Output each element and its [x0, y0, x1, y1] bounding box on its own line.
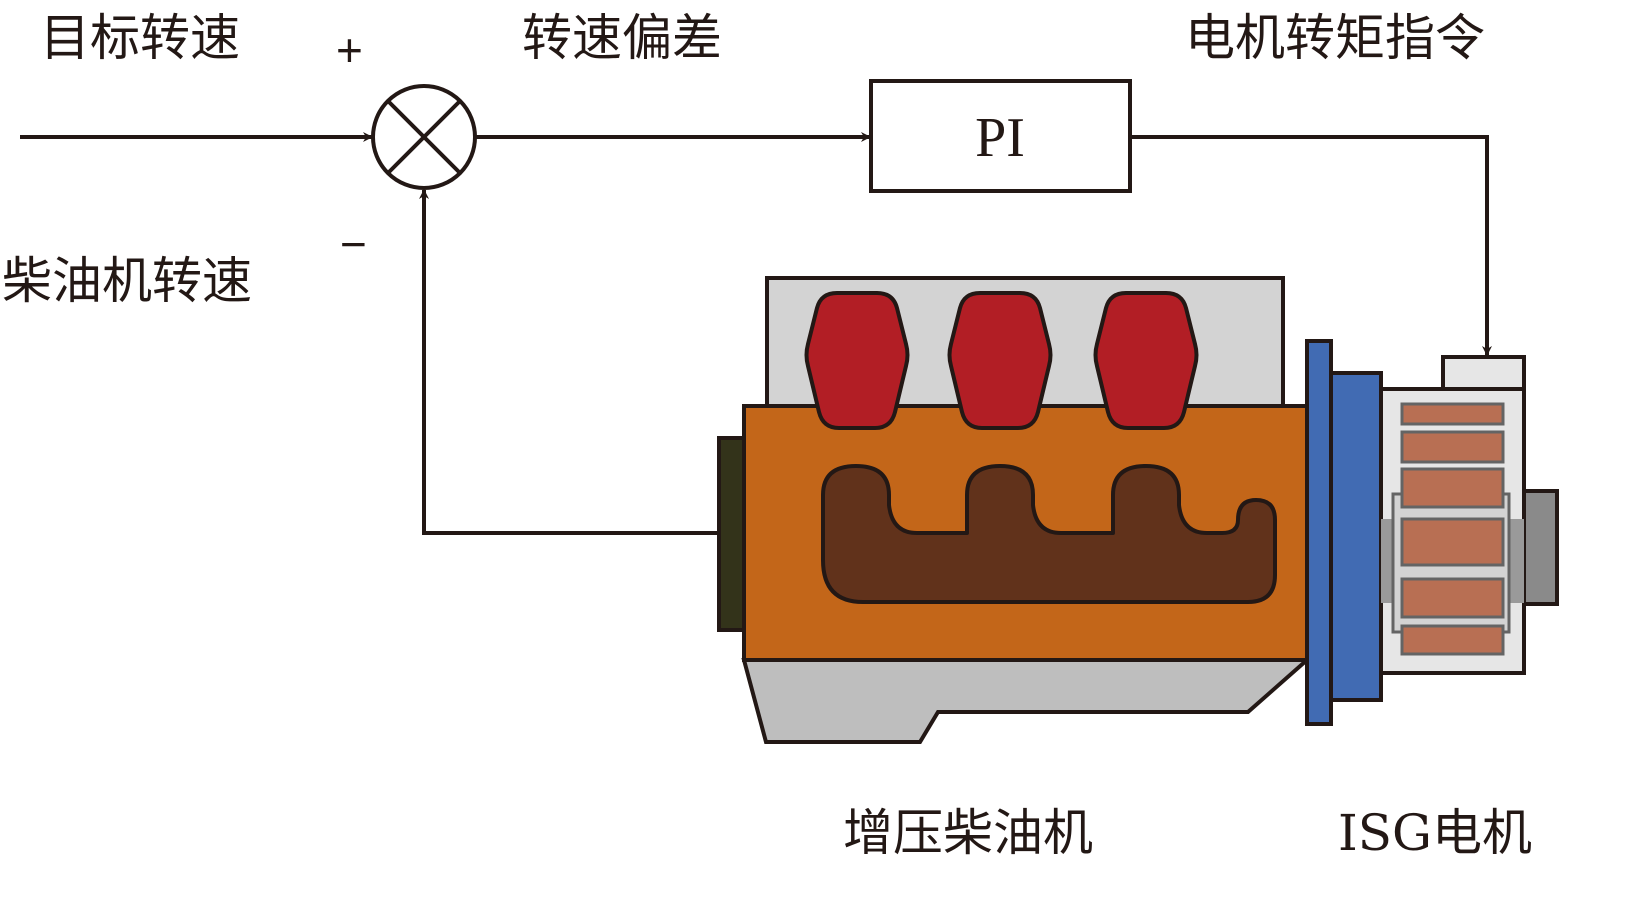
- rotor-shaft-left: [1381, 519, 1393, 603]
- cylinder-1: [804, 291, 910, 430]
- pi-label: PI: [975, 107, 1025, 169]
- pi-controller-block: PI: [869, 79, 1132, 193]
- exhaust-manifold: [821, 464, 1277, 604]
- stator-coil-1: [1400, 402, 1505, 426]
- target-speed-label: 目标转速: [40, 9, 240, 67]
- stator-coil-3: [1400, 467, 1505, 509]
- stator-coil-2: [1400, 430, 1505, 464]
- cylinder-3: [1093, 291, 1199, 430]
- coupling-flange-inner: [1329, 371, 1383, 702]
- stator-coil-5: [1400, 577, 1505, 619]
- engine-label: 增压柴油机: [843, 804, 1093, 862]
- cylinder-2: [947, 291, 1053, 430]
- plus-sign: +: [336, 24, 363, 76]
- turbo-diesel-engine: [717, 276, 1313, 744]
- engine-speed-label: 柴油机转速: [2, 252, 252, 310]
- coupling-flange-outer: [1305, 339, 1333, 726]
- torque-command-signal-arrow: [1131, 135, 1492, 356]
- terminal-box: [1441, 355, 1526, 391]
- oil-pan: [741, 658, 1313, 744]
- summing-cross-line-2: [386, 99, 462, 175]
- stator-coil-4: [1400, 517, 1505, 567]
- motor-label: ISG电机: [1338, 804, 1532, 862]
- speed-error-label: 转速偏差: [522, 9, 722, 67]
- isg-motor: [1305, 339, 1559, 726]
- torque-command-label: 电机转矩指令: [1185, 9, 1485, 67]
- engine-end-cap: [717, 436, 746, 632]
- minus-sign: −: [340, 218, 367, 270]
- summing-junction: [371, 84, 477, 190]
- stator-coil-6: [1400, 624, 1505, 656]
- engine-speed-feedback-arrow: [419, 189, 718, 535]
- pi-box: [869, 79, 1132, 193]
